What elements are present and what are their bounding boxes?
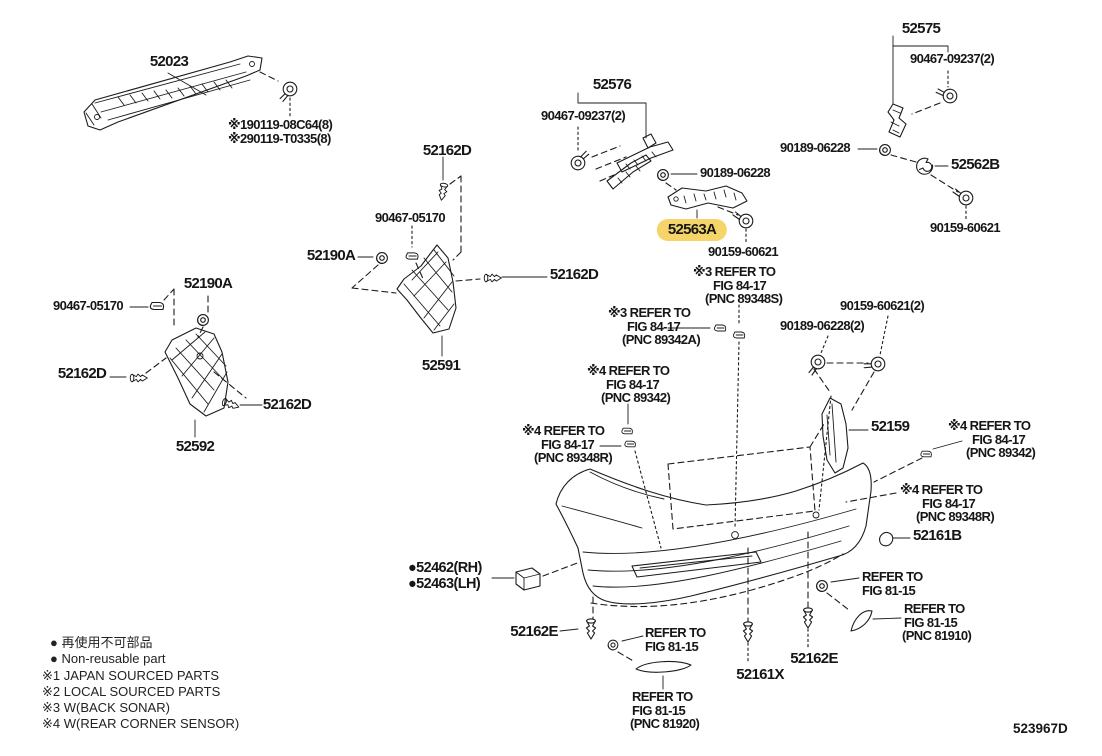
part-label-52162D-591: 52162D <box>549 266 599 283</box>
part-label-52190A-left: 52190A <box>183 275 233 292</box>
legend-item-4: ※3 W(BACK SONAR) <box>42 700 170 715</box>
side-support-52563A-drawing <box>657 169 754 245</box>
part-label-52161B: 52161B <box>913 527 962 544</box>
refer-note-line: (PNC 89348R) <box>916 509 995 524</box>
legend-item-0: ● 再使用不可部品 <box>50 635 153 650</box>
clip-52161B-drawing <box>879 532 894 547</box>
refer-note-line: REFER TO <box>862 569 923 584</box>
refer-note-line: FIG 81-15 <box>862 582 916 598</box>
right-bolt-callouts <box>808 315 889 511</box>
part-label-52562B: 52562B <box>951 156 1000 173</box>
part-label-52591: 52591 <box>421 357 461 374</box>
part-label-52592: 52592 <box>175 438 215 455</box>
part-label-bolt-90159-60621-tr: 90159-60621 <box>930 220 1001 235</box>
side-support-52591-drawing <box>351 156 548 357</box>
part-label-52463-LH: ●52463(LH) <box>408 576 481 592</box>
part-label-bolt-90119-T0335: ※290119-T0335(8) <box>228 131 331 146</box>
refer-note-line: FIG 81-15 <box>632 702 686 718</box>
part-label-52162E-left: 52162E <box>510 623 558 640</box>
legend-item-5: ※4 W(REAR CORNER SENSOR) <box>42 716 240 731</box>
part-label-52161X: 52161X <box>736 666 784 683</box>
refer-note-line: ※4 REFER TO <box>587 363 670 378</box>
part-label-52462-RH: ●52462(RH) <box>408 560 482 576</box>
refer-note-line: REFER TO <box>632 689 693 704</box>
part-label-bolt-90159-60621-c: 90159-60621 <box>708 244 779 259</box>
bumper-reinforcement-52023-drawing <box>83 55 298 131</box>
part-label-52023: 52023 <box>149 53 189 70</box>
part-label-bolt-90119-08C64: ※190119-08C64(8) <box>228 117 333 132</box>
refer-note-line: FIG 84-17 <box>922 495 976 511</box>
mudguard-piece-drawing <box>850 610 873 632</box>
part-label-52162D-mid: 52162D <box>262 396 312 413</box>
refer-note-line: FIG 84-17 <box>972 431 1026 447</box>
refer-note-line: (PNC 81920) <box>630 716 700 731</box>
refer-note-line: (PNC 89342A) <box>622 332 701 347</box>
part-label-grommet-90189-06228-c: 90189-06228 <box>700 165 771 180</box>
bottom-fastener-row <box>559 532 911 690</box>
sonar-sensor-callouts <box>599 304 746 549</box>
part-label-52563A: 52563A <box>656 219 728 241</box>
part-label-grommet-90189-06228-2: 90189-06228(2) <box>780 318 865 333</box>
refer-note-line: ※3 REFER TO <box>693 264 776 279</box>
upper-right-fastener-chain <box>857 144 974 220</box>
part-label-52162E-right: 52162E <box>790 650 838 667</box>
legend-item-1: ● Non-reusable part <box>50 651 166 666</box>
part-label-screw-90467-09237-c: 90467-09237(2) <box>541 108 626 123</box>
bracket-52576-drawing <box>569 92 674 190</box>
legend-item-2: ※1 JAPAN SOURCED PARTS <box>42 668 220 683</box>
refer-note-line: (PNC 89348R) <box>534 450 613 465</box>
refer-note-line: ※4 REFER TO <box>522 423 605 438</box>
refer-note-line: REFER TO <box>645 625 706 640</box>
refer-note-line: ※4 REFER TO <box>948 418 1031 433</box>
part-label-screw-90467-09237-r: 90467-09237(2) <box>910 51 995 66</box>
refer-note-line: (PNC 89342) <box>966 445 1036 460</box>
part-label-52162D-left: 52162D <box>57 365 107 382</box>
refer-note-line: FIG 84-17 <box>541 436 595 452</box>
part-label-clip-90467-05170-c: 90467-05170 <box>375 210 446 225</box>
bumper-corner-extension-drawing <box>821 397 869 474</box>
refer-note-line: REFER TO <box>904 601 965 616</box>
refer-note-line: (PNC 89348S) <box>705 291 783 306</box>
part-label-52190A-mid: 52190A <box>306 247 356 264</box>
reflector-drawing <box>635 660 692 673</box>
refer-note-line: ※3 REFER TO <box>608 305 691 320</box>
part-label-grommet-90189-06228-tr: 90189-06228 <box>780 140 851 155</box>
part-label-52575: 52575 <box>901 20 941 37</box>
bracket-52575-drawing <box>887 35 959 138</box>
refer-note-line: FIG 84-17 <box>627 318 681 334</box>
refer-note-line: ※4 REFER TO <box>900 482 983 497</box>
refer-note-line: FIG 81-15 <box>645 638 699 654</box>
refer-note-line: (PNC 89342) <box>601 390 671 405</box>
part-label-52159: 52159 <box>871 418 910 435</box>
refer-note-line: FIG 84-17 <box>606 376 660 392</box>
protector-52462-52463-drawing <box>491 561 581 591</box>
refer-note-line: FIG 81-15 <box>904 614 958 630</box>
refer-note-line: (PNC 81910) <box>902 628 972 643</box>
page-code: 523967D <box>1013 721 1068 736</box>
part-label-clip-90467-05170-l: 90467-05170 <box>53 298 124 313</box>
refer-note-line: FIG 84-17 <box>713 277 767 293</box>
part-label-52162D-top: 52162D <box>422 142 472 159</box>
side-support-52592-drawing <box>109 288 263 438</box>
rear-bumper-cover-52159-drawing <box>555 423 963 623</box>
legend-item-3: ※2 LOCAL SOURCED PARTS <box>42 684 221 699</box>
part-label-52576: 52576 <box>592 76 632 93</box>
part-label-bolt-90159-60621-2: 90159-60621(2) <box>840 298 925 313</box>
